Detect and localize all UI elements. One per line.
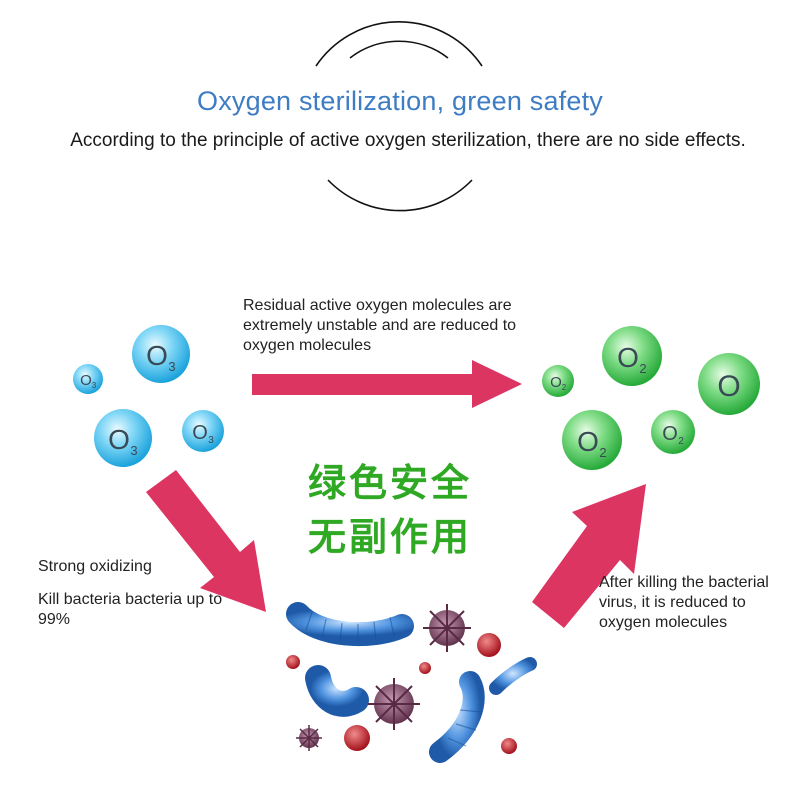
svg-text:3: 3 — [130, 443, 137, 458]
red-cell-2 — [286, 655, 300, 669]
svg-text:3: 3 — [92, 381, 97, 390]
header-arc-top-outer — [315, 20, 483, 67]
svg-text:O: O — [662, 423, 678, 445]
svg-text:O: O — [617, 342, 639, 373]
virus-bottom-left — [296, 725, 322, 751]
red-cell-4 — [344, 725, 370, 751]
oxygen-molecule-bottom: O 2 — [562, 410, 622, 470]
note-kill-bacteria: Kill bacteria bacteria up to 99% — [38, 591, 223, 628]
header-arc-top-inner — [349, 40, 449, 59]
center-text-green-safety: 绿色安全 — [307, 461, 472, 505]
svg-text:2: 2 — [678, 436, 684, 447]
ozone-molecule-large: O 3 — [132, 325, 190, 383]
red-cell-5 — [501, 738, 517, 754]
oxygen-atom: O — [698, 353, 760, 415]
note-residual-oxygen: Residual active oxygen molecules are ext… — [243, 297, 517, 354]
page-subtitle: According to the principle of active oxy… — [70, 130, 746, 151]
svg-text:2: 2 — [599, 445, 606, 460]
svg-text:2: 2 — [639, 361, 646, 376]
svg-text:O: O — [108, 424, 130, 455]
rod-bacterium-center — [429, 671, 485, 763]
ozone-molecule-small: O 3 — [73, 364, 103, 394]
red-cell-3 — [419, 662, 431, 674]
bacteria-illustration — [286, 602, 537, 763]
virus-center — [368, 678, 420, 730]
ozone-molecule-medium: O 3 — [182, 410, 224, 452]
note-strong-oxidizing: Strong oxidizing — [38, 558, 152, 575]
ozone-molecule-bottom: O 3 — [94, 409, 152, 467]
oxygen-molecule-medium: O 2 — [651, 410, 695, 454]
rod-bacterium-left — [305, 665, 369, 717]
svg-text:O: O — [717, 370, 740, 403]
svg-text:O: O — [192, 422, 208, 444]
svg-text:3: 3 — [168, 359, 175, 374]
arrow-right — [252, 360, 522, 408]
arrow-up-right — [532, 484, 646, 628]
page-title: Oxygen sterilization, green safety — [197, 86, 603, 116]
svg-text:O: O — [550, 374, 562, 391]
red-cell-1 — [477, 633, 501, 657]
svg-text:O: O — [146, 340, 168, 371]
header-arc-bottom — [327, 179, 473, 212]
oxygen-molecule-large: O 2 — [602, 326, 662, 386]
arrow-down-right — [146, 470, 266, 612]
svg-text:O: O — [577, 426, 599, 457]
oxygen-molecule-small: O 2 — [542, 365, 574, 397]
svg-text:3: 3 — [208, 435, 214, 446]
svg-text:2: 2 — [562, 383, 567, 392]
rod-bacterium-right — [489, 657, 537, 695]
note-reduced-oxygen: After killing the bacterial virus, it is… — [599, 574, 769, 631]
rod-bacterium-top — [286, 602, 414, 647]
center-text-no-side-effects: 无副作用 — [307, 515, 472, 559]
virus-top-right — [423, 604, 471, 652]
svg-text:O: O — [80, 372, 92, 389]
